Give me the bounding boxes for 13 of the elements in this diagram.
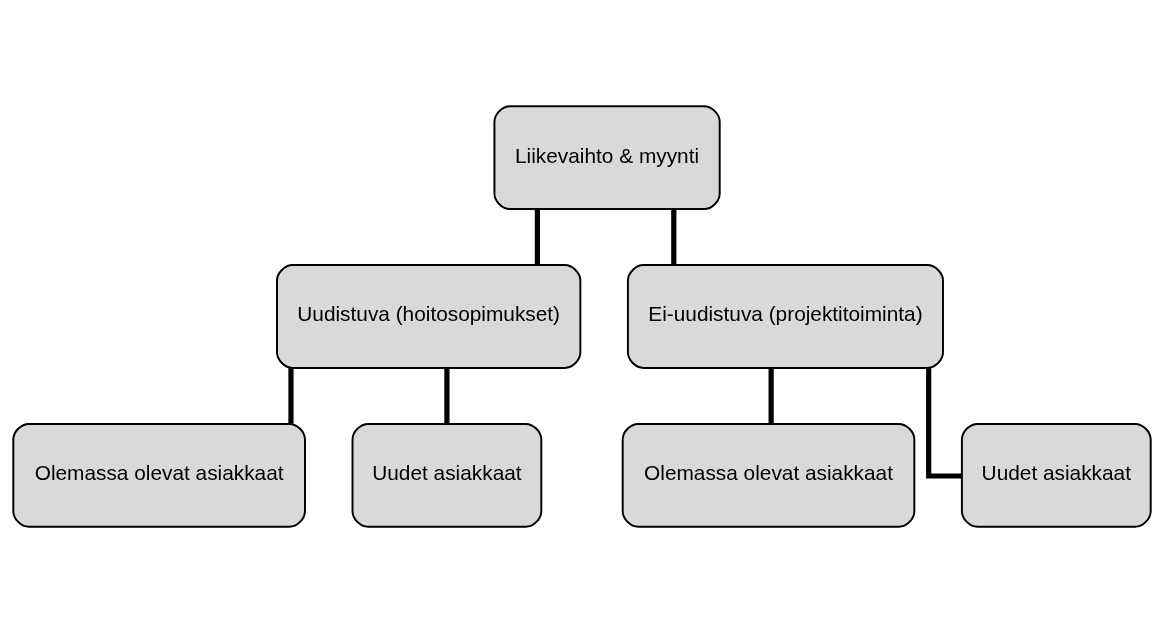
connector [768, 367, 774, 423]
node-box: Uudistuva (hoitosopimukset) [276, 263, 582, 369]
connector [534, 208, 540, 265]
connector [671, 208, 677, 265]
node-box: Uudet asiakkaat [351, 422, 543, 528]
node-box: Ei-uudistuva (projektitoiminta) [626, 263, 944, 369]
connector [288, 367, 294, 423]
connector [926, 367, 962, 479]
connector [444, 367, 450, 423]
node-box: Olemassa olevat asiakkaat [12, 422, 306, 528]
node-box: Liikevaihto & myynti [493, 104, 721, 210]
node-box: Uudet asiakkaat [960, 422, 1152, 528]
node-box: Olemassa olevat asiakkaat [621, 422, 916, 528]
